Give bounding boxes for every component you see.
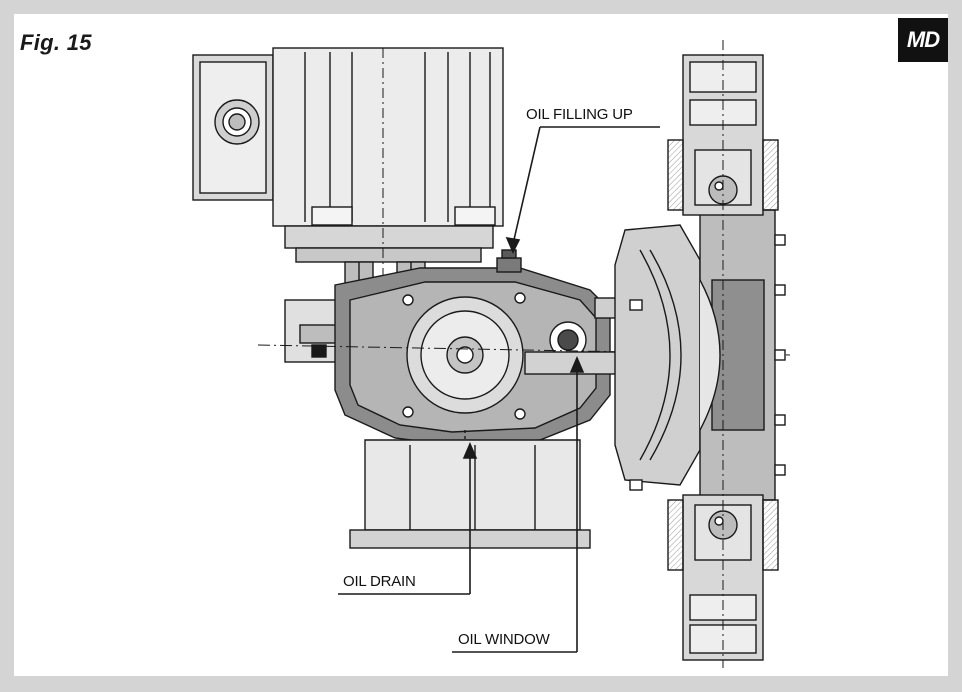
leader-lines xyxy=(338,126,660,653)
motor-assembly xyxy=(192,47,504,287)
callout-oil-drain: OIL DRAIN xyxy=(343,573,416,590)
callout-oil-filling-up: OIL FILLING UP xyxy=(526,106,633,123)
pump-head xyxy=(614,209,786,501)
brand-badge-logo: MD xyxy=(898,18,948,62)
figure-label: Fig. 15 xyxy=(20,30,92,55)
gear-housing xyxy=(284,249,656,450)
callout-oil-window: OIL WINDOW xyxy=(458,631,550,648)
